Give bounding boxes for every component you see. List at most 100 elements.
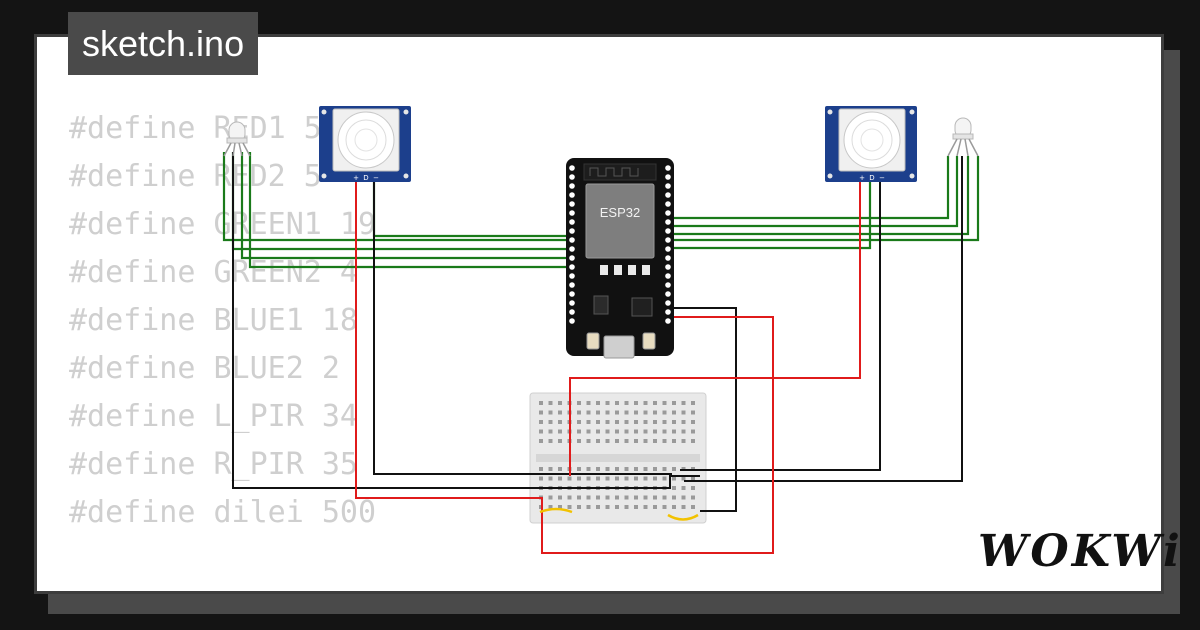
breadboard-hole: [634, 420, 638, 424]
code-line-4: #define GREEN2 4: [69, 255, 358, 290]
breadboard-hole: [577, 429, 581, 434]
breadboard-hole: [672, 439, 676, 443]
breadboard-hole: [596, 467, 600, 471]
breadboard-hole: [586, 476, 591, 481]
breadboard-hole: [596, 439, 600, 443]
esp32-pin: [569, 318, 575, 324]
breadboard-hole: [605, 476, 610, 481]
esp32-board[interactable]: ESP32: [566, 158, 674, 359]
pir-right-gnd-label: −: [879, 174, 885, 182]
pir-sensor-right[interactable]: + D −: [825, 106, 917, 182]
breadboard-hole: [577, 505, 581, 509]
breadboard-hole: [624, 410, 629, 415]
code-line-3: #define GREEN1 19: [69, 207, 377, 242]
breadboard-hole: [558, 429, 562, 434]
breadboard-hole: [577, 467, 581, 471]
breadboard-hole: [548, 467, 553, 471]
code-line-1: #define RED1 5: [69, 111, 322, 146]
breadboard-hole: [691, 410, 695, 415]
breadboard-hole: [577, 410, 581, 415]
esp32-pin: [569, 183, 575, 189]
esp32-pin: [665, 201, 671, 207]
breadboard-hole: [558, 467, 562, 471]
esp32-pin: [569, 282, 575, 288]
breadboard-hole: [577, 401, 581, 405]
esp32-pin: [569, 228, 575, 234]
breadboard-hole: [634, 439, 638, 443]
breadboard-hole: [672, 420, 676, 424]
esp32-pin: [569, 192, 575, 198]
breadboard-hole: [539, 410, 543, 415]
esp32-pin: [665, 174, 671, 180]
breadboard-hole: [653, 476, 657, 481]
breadboard[interactable]: [529, 392, 707, 524]
breadboard-hole: [605, 401, 610, 405]
breadboard-hole: [596, 476, 600, 481]
breadboard-hole: [634, 495, 638, 500]
breadboard-hole: [586, 420, 591, 424]
breadboard-hole: [691, 495, 695, 500]
esp32-pin: [569, 309, 575, 315]
file-name-tab[interactable]: sketch.ino: [68, 12, 259, 75]
breadboard-hole: [615, 439, 619, 443]
breadboard-hole: [634, 410, 638, 415]
breadboard-hole: [691, 439, 695, 443]
pir-right-out-label: D: [869, 174, 874, 182]
breadboard-hole: [615, 505, 619, 509]
breadboard-hole: [577, 439, 581, 443]
breadboard-hole: [539, 420, 543, 424]
breadboard-hole: [548, 410, 553, 415]
breadboard-hole: [653, 410, 657, 415]
code-line-6: #define BLUE2 2: [69, 351, 340, 386]
esp32-chip-label: ESP32: [600, 205, 640, 220]
breadboard-hole: [548, 401, 553, 405]
breadboard-hole: [586, 439, 591, 443]
esp32-pin: [665, 219, 671, 225]
breadboard-hole: [605, 505, 610, 509]
esp32-pin: [665, 318, 671, 324]
breadboard-hole: [558, 476, 562, 481]
breadboard-hole: [634, 476, 638, 481]
breadboard-hole: [586, 401, 591, 405]
code-line-8: #define R_PIR 35: [69, 447, 358, 482]
breadboard-hole: [624, 420, 629, 424]
breadboard-hole: [672, 486, 676, 490]
esp32-pin: [665, 264, 671, 270]
esp32-pin: [665, 228, 671, 234]
breadboard-hole: [567, 476, 572, 481]
rgb-led-right[interactable]: [947, 117, 979, 157]
esp32-pin-headers: [569, 165, 671, 324]
esp32-pin: [665, 183, 671, 189]
breadboard-hole: [653, 495, 657, 500]
breadboard-hole: [615, 401, 619, 405]
pir-sensor-left[interactable]: + D −: [319, 106, 411, 182]
breadboard-hole: [615, 429, 619, 434]
esp32-pin: [665, 273, 671, 279]
breadboard-hole: [596, 420, 600, 424]
code-line-9: #define dilei 500: [69, 495, 377, 530]
esp32-pin: [665, 192, 671, 198]
breadboard-hole: [605, 410, 610, 415]
breadboard-hole: [586, 429, 591, 434]
breadboard-hole: [586, 495, 591, 500]
breadboard-hole: [643, 467, 648, 471]
breadboard-hole: [539, 401, 543, 405]
breadboard-hole: [691, 420, 695, 424]
red-wires: [355, 180, 861, 554]
esp32-pin: [665, 282, 671, 288]
breadboard-hole: [615, 410, 619, 415]
pir-left-out-label: D: [363, 174, 368, 182]
breadboard-hole: [558, 420, 562, 424]
esp32-pin: [569, 165, 575, 171]
pir-left-vcc-label: +: [353, 174, 359, 182]
rgb-led-left[interactable]: [223, 121, 251, 157]
breadboard-hole: [691, 486, 695, 490]
breadboard-hole: [615, 467, 619, 471]
esp32-pin: [569, 201, 575, 207]
breadboard-hole: [691, 476, 695, 481]
breadboard-hole: [586, 505, 591, 509]
pir-right-vcc-label: +: [859, 174, 865, 182]
breadboard-hole: [662, 495, 667, 500]
breadboard-hole: [691, 429, 695, 434]
